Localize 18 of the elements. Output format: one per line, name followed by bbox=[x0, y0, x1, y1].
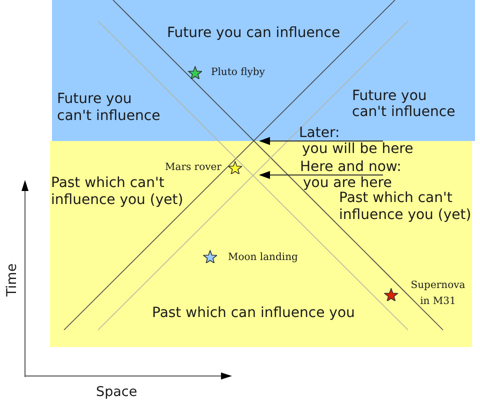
axis-label: Time bbox=[4, 262, 20, 299]
callout-text: you will be here bbox=[302, 141, 414, 157]
region-label: Past which can influence you bbox=[152, 305, 355, 322]
callout-text: you are here bbox=[303, 175, 392, 191]
event-label: Moon landing bbox=[228, 251, 298, 265]
callout-heading: Here and now: bbox=[300, 160, 402, 175]
region-label: Future you can influence bbox=[167, 25, 340, 42]
axis-label: Space bbox=[96, 384, 138, 400]
event-label: Supernova in M31 bbox=[410, 279, 466, 309]
leader-arrow bbox=[259, 137, 300, 145]
region-label: Future you can't influence bbox=[352, 88, 456, 120]
callout-heading: Later: bbox=[299, 126, 340, 141]
event-label: Mars rover bbox=[165, 161, 222, 175]
region-label: Past which can't influence you (yet) bbox=[339, 190, 472, 224]
event-label: Pluto flyby bbox=[211, 66, 265, 80]
leader-arrow bbox=[259, 171, 300, 179]
region-label: Future you can't influence bbox=[57, 91, 162, 125]
region-label: Past which can't influence you (yet) bbox=[51, 175, 184, 209]
